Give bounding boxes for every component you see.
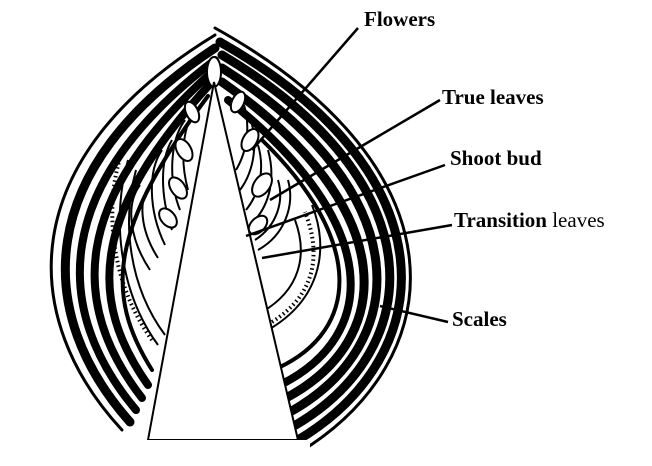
transition-leaf-right-inner xyxy=(262,220,301,312)
label-scales: Scales xyxy=(452,307,507,331)
stem-base-mask xyxy=(140,440,310,466)
transition-leaf-right-outline xyxy=(268,205,320,330)
label-transition-leaves: Transition leaves xyxy=(454,208,605,232)
label-flowers: Flowers xyxy=(364,7,435,31)
flower-bud-l3 xyxy=(165,174,190,202)
label-shoot-bud: Shoot bud xyxy=(450,146,542,170)
transition-leaf-right-dots xyxy=(272,212,314,322)
label-true-leaves: True leaves xyxy=(442,85,544,109)
label-transition-normal: leaves xyxy=(547,208,605,232)
label-transition-bold: Transition xyxy=(454,208,547,232)
flower-bud-l4 xyxy=(156,205,181,231)
leader-scales xyxy=(380,306,448,322)
